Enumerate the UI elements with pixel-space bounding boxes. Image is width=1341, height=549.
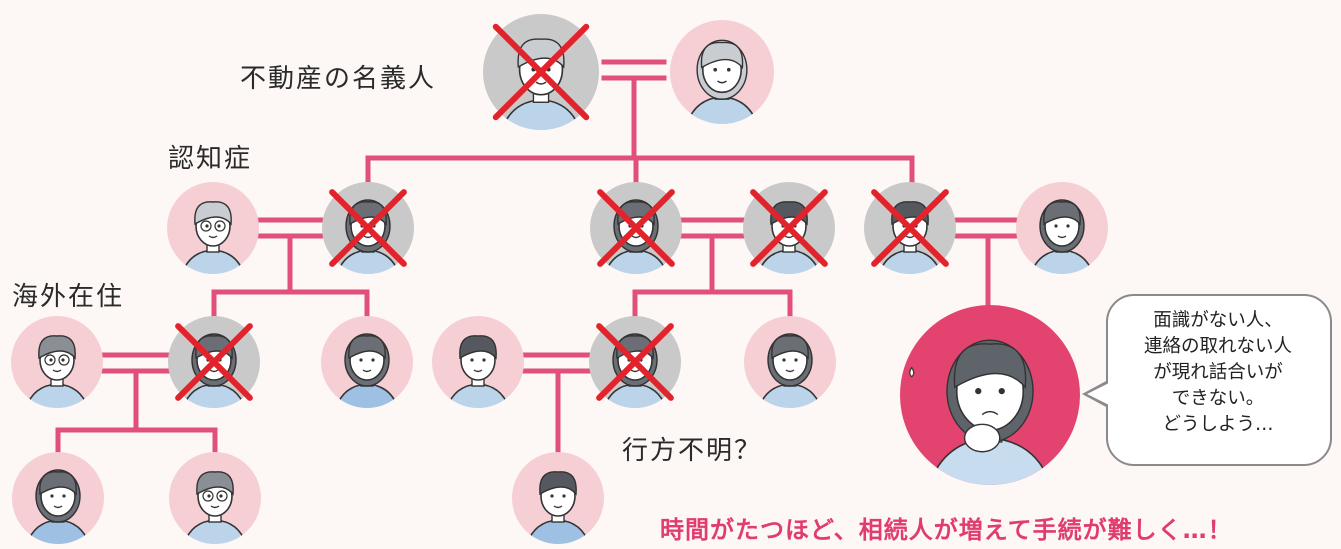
person-gc4	[744, 316, 836, 408]
caption-text: 時間がたつほど、相続人が増えて手続が難しく…！	[660, 516, 1233, 544]
person-child3	[864, 182, 956, 274]
cross-mark	[492, 23, 590, 121]
bubble-line: が現れ話合いが	[1153, 362, 1283, 383]
person-figure	[1027, 199, 1097, 274]
bubble-line: 連絡の取れない人	[1143, 336, 1292, 357]
person-figure	[755, 333, 825, 408]
person-gc2	[321, 316, 413, 408]
person-figure	[523, 471, 593, 544]
person-figure	[23, 469, 93, 544]
person-figure	[22, 335, 92, 408]
person-figure	[682, 39, 762, 124]
missing-label: 行方不明？	[622, 436, 763, 466]
owner-label: 不動産の名義人	[240, 64, 437, 94]
family-tree-lines	[55, 59, 1019, 455]
person-child2	[590, 182, 682, 274]
person-owner-spouse	[670, 20, 774, 124]
bubble-line: 面識がない人、	[1153, 310, 1283, 331]
person-figure	[922, 339, 1058, 485]
person-worried-heir	[900, 305, 1080, 485]
speech-bubble	[1106, 294, 1332, 466]
people-group	[11, 14, 1108, 544]
dementia-label: 認知症	[168, 144, 253, 174]
cross-mark	[329, 189, 407, 267]
person-gc1	[168, 316, 260, 408]
cross-mark	[596, 323, 674, 401]
speech-bubble-text: 面識がない人、 連絡の取れない人 が現れ話合いが できない。 どうしよう…	[1108, 308, 1328, 438]
person-figure	[180, 471, 250, 544]
person-child1	[322, 182, 414, 274]
person-child1-spouse	[167, 182, 259, 274]
speech-bubble-tail-inner	[1087, 383, 1109, 405]
person-ggc3	[512, 452, 604, 544]
cross-mark	[871, 189, 949, 267]
person-figure	[332, 333, 402, 408]
cross-mark	[597, 189, 675, 267]
person-ggc2	[169, 452, 261, 544]
bubble-line: できない。	[1171, 388, 1265, 409]
person-owner	[483, 14, 599, 130]
person-ggc1	[12, 452, 104, 544]
cross-mark	[175, 323, 253, 401]
person-gc3-spouse	[432, 316, 524, 408]
person-child3-spouse	[1016, 182, 1108, 274]
cross-mark	[750, 189, 828, 267]
person-child2-spouse	[743, 182, 835, 274]
person-gc3	[589, 316, 681, 408]
person-figure	[443, 335, 513, 408]
overseas-label: 海外在住	[12, 282, 125, 312]
person-gc1-spouse	[11, 316, 103, 408]
bubble-line: どうしよう…	[1162, 414, 1274, 435]
